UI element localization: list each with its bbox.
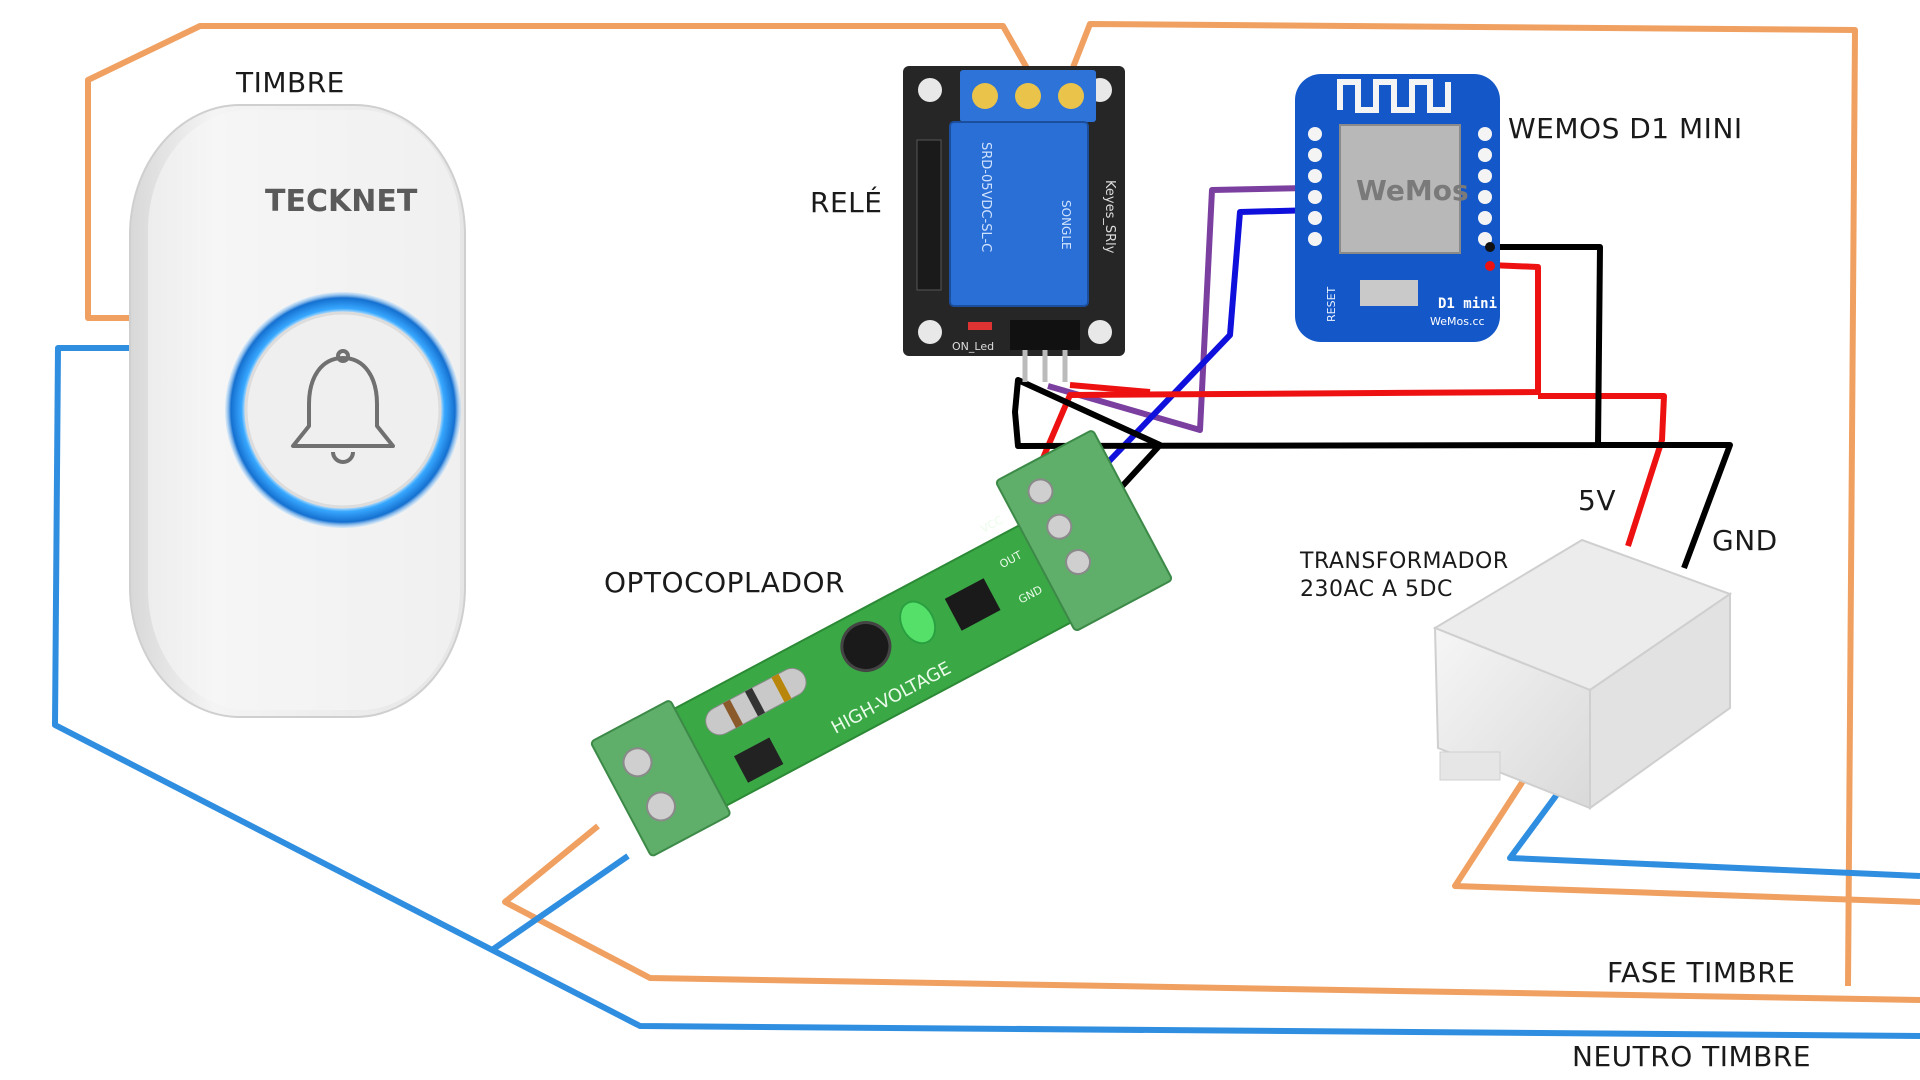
fase-wires xyxy=(85,21,1920,1003)
opto-led xyxy=(899,600,937,645)
label-wemos: WEMOS D1 MINI xyxy=(1508,112,1743,145)
wemos-site-text: WeMos.cc xyxy=(1430,315,1485,328)
opto-vcc-text: VCC xyxy=(979,513,1006,535)
neutro-wires xyxy=(52,345,1920,1039)
relay-maker-text: Keyes_SRly xyxy=(1102,180,1117,254)
doorbell-button xyxy=(244,311,442,509)
label-timbre: TIMBRE xyxy=(236,66,345,99)
wemos-logo-text: WeMos xyxy=(1356,174,1469,207)
opto-chip xyxy=(733,737,784,783)
label-rele: RELÉ xyxy=(810,186,883,219)
label-transformador-line1: TRANSFORMADOR xyxy=(1300,549,1509,574)
neutro-wire-transformer xyxy=(1507,791,1920,879)
black-gnd-wire xyxy=(1012,244,1603,546)
tecknet-logo: TECKNET xyxy=(265,184,418,219)
label-gnd: GND xyxy=(1712,524,1778,557)
transformer-side xyxy=(1589,592,1731,810)
relay-model-text: SRD-05VDC-SL-C xyxy=(978,142,993,252)
red-5v-wire xyxy=(1019,262,1541,509)
relay-led-text: ON_Led xyxy=(952,340,994,353)
label-neutro-timbre: NEUTRO TIMBRE xyxy=(1572,1040,1812,1073)
purple-signal-wire xyxy=(1047,185,1309,433)
label-transformador-line2: 230AC A 5DC xyxy=(1300,577,1453,602)
black-gnd-to-transformer xyxy=(1598,442,1733,570)
fase-wire-opto-bottom xyxy=(502,823,1920,1003)
label-optocoplador: OPTOCOPLADOR xyxy=(604,566,845,599)
optocoupler-module: HIGH-VOLTAGE VCC OUT GND xyxy=(590,430,1173,857)
transformer xyxy=(1432,538,1733,810)
relay-module: SRD-05VDC-SL-C SONGLE Keyes_SRly ON_Led xyxy=(903,66,1125,382)
fase-wire-relay-to-right xyxy=(1069,21,1858,987)
wemos-left-pins xyxy=(1308,127,1322,246)
relay-cube xyxy=(949,121,1089,307)
wemos-right-pins xyxy=(1478,127,1492,246)
label-5v: 5V xyxy=(1578,484,1616,517)
opto-chip-2 xyxy=(944,578,1001,631)
relay-brand-text: SONGLE xyxy=(1059,200,1073,250)
relay-input-red xyxy=(1069,382,1151,395)
fase-wire-transformer xyxy=(1452,776,1920,905)
opto-input-terminal xyxy=(590,700,731,857)
neutro-wire-opto xyxy=(490,853,630,953)
wemos-name-text: D1 mini xyxy=(1438,296,1497,312)
opto-capacitor xyxy=(840,621,892,673)
wemos-d1-mini: WeMos RESET D1 mini WeMos.cc xyxy=(1295,74,1500,342)
signal-wires xyxy=(1012,185,1733,570)
doorbell xyxy=(129,104,466,718)
wemos-antenna xyxy=(1337,79,1451,113)
fase-wire-bell-to-relay xyxy=(85,23,1031,321)
relay-pin-header xyxy=(1010,320,1080,350)
label-fase-timbre: FASE TIMBRE xyxy=(1607,956,1796,989)
esp-module xyxy=(1339,124,1461,254)
wemos-reset-text: RESET xyxy=(1325,286,1338,322)
bell-icon xyxy=(291,349,395,464)
neutro-wire-bell xyxy=(52,345,1920,1039)
blue-signal-wire xyxy=(1045,207,1317,528)
